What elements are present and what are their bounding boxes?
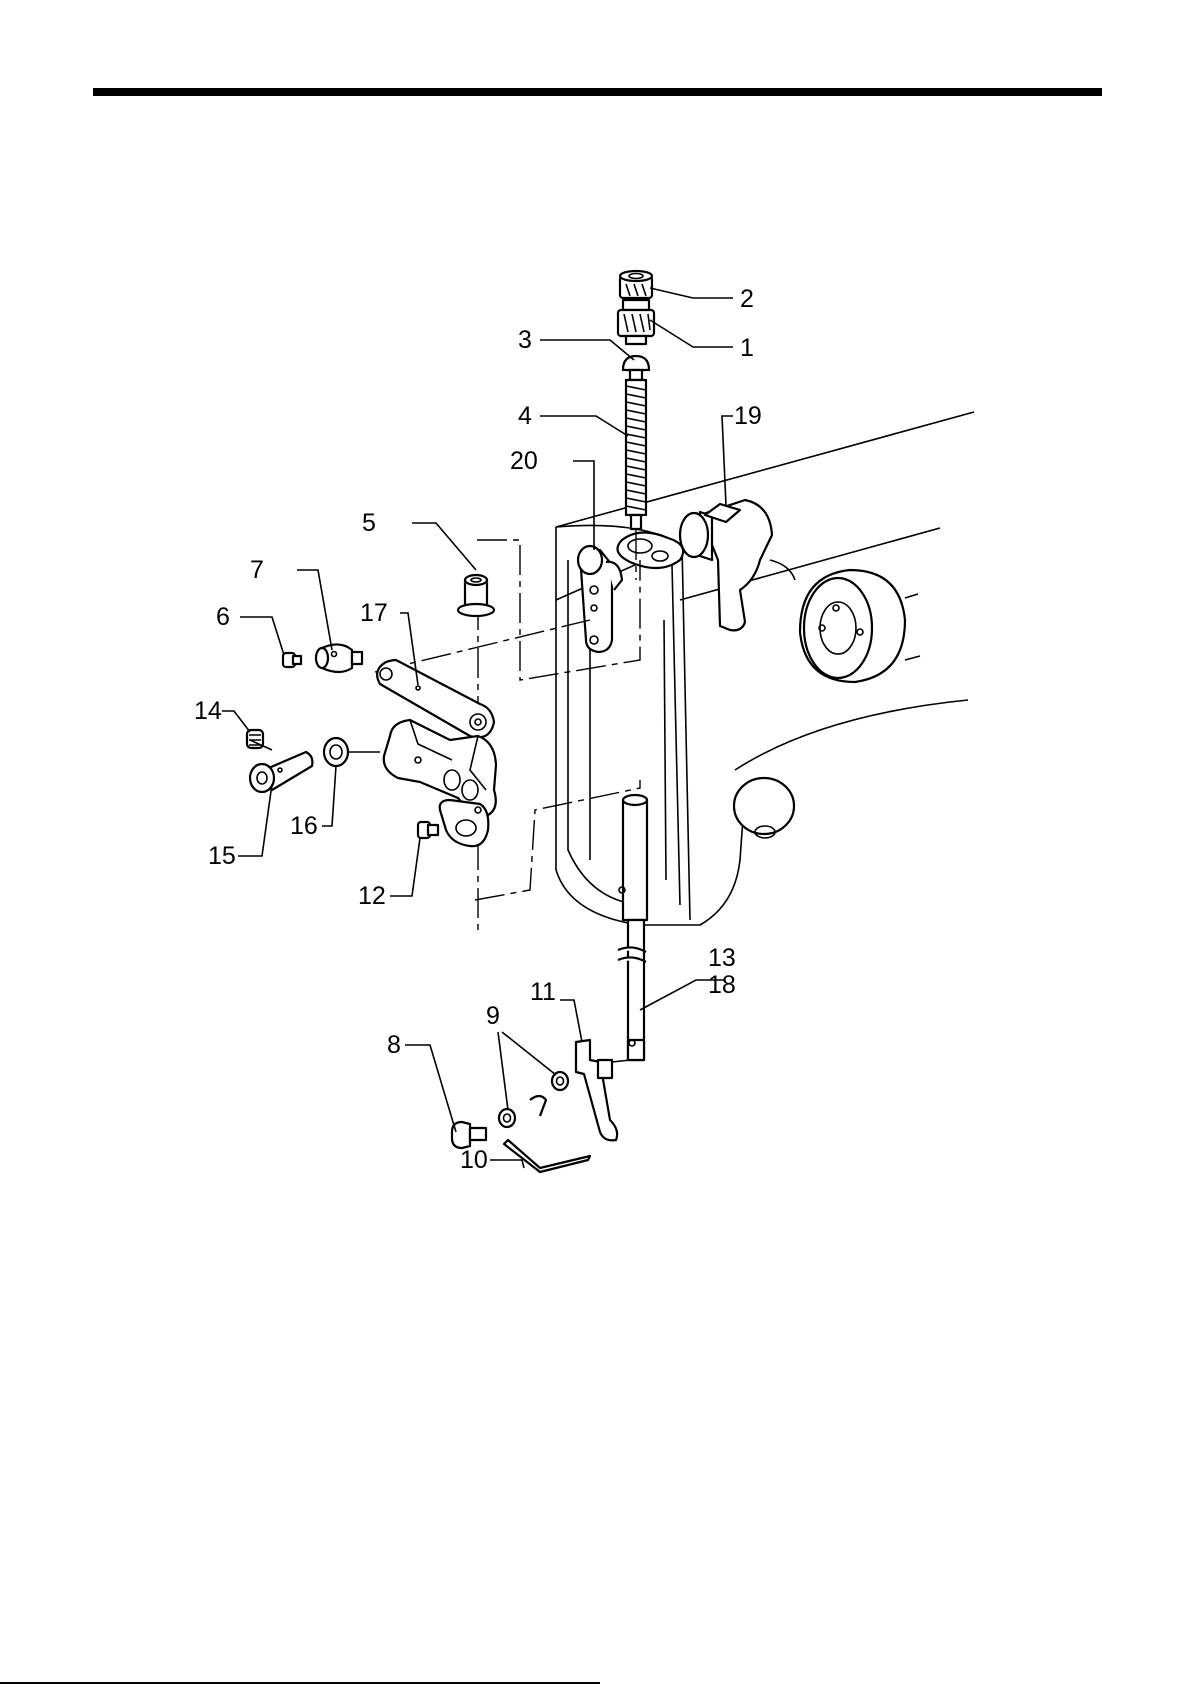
part-1-2-adjusting-screw bbox=[618, 271, 654, 344]
callout-11: 11 bbox=[530, 978, 556, 1006]
callout-9: 9 bbox=[486, 1002, 500, 1030]
callout-6: 6 bbox=[216, 603, 230, 631]
callout-18: 18 bbox=[708, 971, 736, 999]
callout-7: 7 bbox=[250, 556, 264, 584]
callout-20: 20 bbox=[510, 447, 538, 475]
callout-5: 5 bbox=[362, 509, 376, 537]
callout-12: 12 bbox=[358, 882, 386, 910]
part-3-4-spring bbox=[618, 356, 684, 580]
part-13-18-needle-bar bbox=[618, 795, 647, 1060]
footer-rule bbox=[0, 1682, 600, 1684]
part-6-7-screw-stud bbox=[283, 644, 362, 672]
part-20-bracket bbox=[578, 546, 622, 652]
callout-3: 3 bbox=[518, 326, 532, 354]
callout-16: 16 bbox=[290, 812, 318, 840]
callout-13: 13 bbox=[708, 944, 736, 972]
bell-crank-arm bbox=[340, 720, 496, 846]
callout-14: 14 bbox=[194, 697, 222, 725]
part-5-bushing bbox=[458, 575, 494, 616]
callout-2: 2 bbox=[740, 285, 754, 313]
callout-15: 15 bbox=[208, 842, 236, 870]
callout-1: 1 bbox=[740, 334, 754, 362]
part-14-15-16-pin-and-washer bbox=[247, 730, 348, 792]
callout-8: 8 bbox=[387, 1031, 401, 1059]
part-11-thread-guide bbox=[576, 1040, 630, 1140]
machine-arm-housing bbox=[556, 412, 974, 925]
pulley bbox=[800, 570, 920, 682]
callout-17: 17 bbox=[360, 599, 388, 627]
callout-10: 10 bbox=[460, 1146, 488, 1174]
callout-4: 4 bbox=[518, 402, 532, 430]
callout-19: 19 bbox=[734, 402, 762, 430]
